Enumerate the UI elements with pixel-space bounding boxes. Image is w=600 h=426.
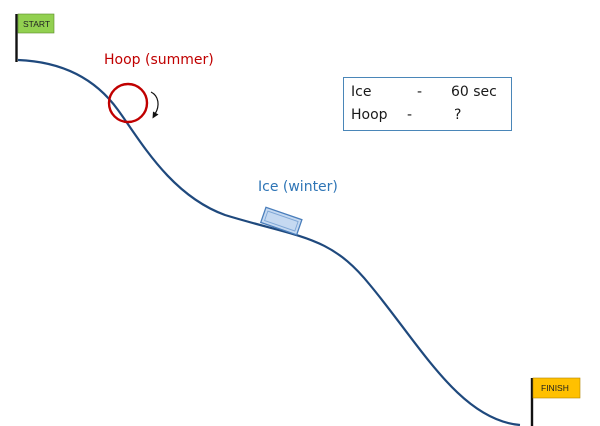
ice-time-row: Ice - 60 sec bbox=[344, 82, 511, 102]
finish-flag: FINISH bbox=[530, 377, 581, 426]
ice-row-dash: - bbox=[417, 84, 423, 100]
ice-block bbox=[259, 206, 303, 236]
ice-label: Ice (winter) bbox=[258, 179, 338, 195]
hoop-time-row: Hoop - ? bbox=[344, 105, 511, 125]
ice-row-name: Ice bbox=[351, 84, 372, 100]
hoop-row-name: Hoop bbox=[351, 107, 388, 123]
hoop bbox=[107, 82, 159, 124]
ice-row-value: 60 sec bbox=[451, 84, 497, 100]
hoop-circle bbox=[107, 82, 149, 124]
start-flag-banner bbox=[17, 13, 55, 34]
hoop-label: Hoop (summer) bbox=[104, 52, 214, 68]
hoop-row-dash: - bbox=[407, 107, 413, 123]
finish-flag-label: FINISH bbox=[541, 383, 569, 393]
hoop-row-value: ? bbox=[454, 107, 462, 123]
finish-flag-banner bbox=[532, 377, 581, 399]
ice-block-inner bbox=[263, 210, 299, 232]
clockwise-arrow-icon bbox=[150, 91, 159, 119]
timing-info-box: Ice - 60 sec Hoop - ? bbox=[343, 77, 512, 131]
slope-curve bbox=[17, 58, 521, 426]
start-flag-label: START bbox=[23, 19, 50, 29]
start-flag: START bbox=[15, 13, 55, 62]
ice-block-outer bbox=[259, 206, 303, 236]
